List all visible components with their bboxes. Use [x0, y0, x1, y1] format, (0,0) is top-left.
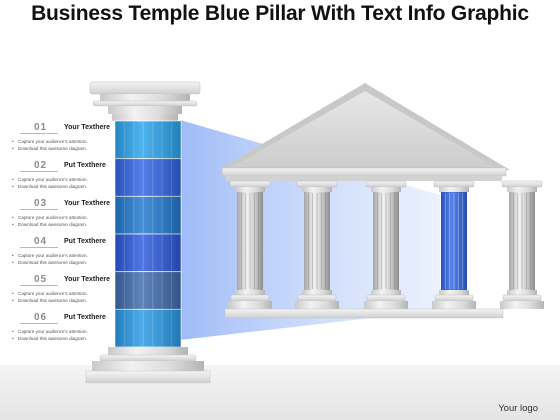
step-bullet: Download this awesome diagram. — [12, 222, 87, 228]
step-heading: Your Texthere — [64, 200, 111, 207]
big-pillar — [85, 81, 211, 384]
step-divider — [20, 247, 58, 248]
step-number: 02 — [34, 160, 48, 171]
temple-column — [295, 180, 339, 309]
step-heading: Put Texthere — [64, 238, 106, 245]
step-heading: Your Texthere — [64, 124, 111, 131]
temple-column — [364, 180, 408, 309]
temple — [218, 83, 544, 319]
step-bullet: Capture your audience's attention. — [12, 291, 88, 297]
step-bullet: Download this awesome diagram. — [12, 336, 87, 342]
step-divider — [20, 133, 58, 134]
temple-column — [228, 180, 272, 309]
step-number: 03 — [34, 198, 48, 209]
step-bullet: Capture your audience's attention. — [12, 139, 88, 145]
step-number: 05 — [34, 274, 48, 285]
step-divider — [20, 285, 58, 286]
step-heading: Put Texthere — [64, 162, 106, 169]
step-item: 03 Your TexthereCapture your audience's a… — [0, 198, 115, 236]
step-number: 01 — [34, 122, 48, 133]
step-divider — [20, 209, 58, 210]
logo-text: Your logo — [498, 403, 538, 414]
step-divider — [20, 171, 58, 172]
step-bullet: Capture your audience's attention. — [12, 329, 88, 335]
step-divider — [20, 323, 58, 324]
step-item: 01 Your TexthereCapture your audience's a… — [0, 122, 115, 160]
step-bullet: Download this awesome diagram. — [12, 146, 87, 152]
step-item: 02 Put TexthereCapture your audience's at… — [0, 160, 115, 198]
floor-band — [0, 365, 560, 420]
step-number: 06 — [34, 312, 48, 323]
step-bullet: Capture your audience's attention. — [12, 253, 88, 259]
temple-column — [500, 180, 544, 309]
step-number: 04 — [34, 236, 48, 247]
step-bullet: Download this awesome diagram. — [12, 260, 87, 266]
step-bullet: Download this awesome diagram. — [12, 184, 87, 190]
step-item: 06 Put TexthereCapture your audience's at… — [0, 312, 115, 350]
step-item: 05 Your TexthereCapture your audience's a… — [0, 274, 115, 312]
page-title: Business Temple Blue Pillar With Text In… — [31, 2, 529, 25]
step-heading: Your Texthere — [64, 276, 111, 283]
temple-step — [224, 308, 504, 319]
step-bullet: Capture your audience's attention. — [12, 177, 88, 183]
step-bullet: Capture your audience's attention. — [12, 215, 88, 221]
temple-column-highlighted — [432, 180, 476, 309]
step-heading: Put Texthere — [64, 314, 106, 321]
step-bullet: Download this awesome diagram. — [12, 298, 87, 304]
step-item: 04 Put TexthereCapture your audience's at… — [0, 236, 115, 274]
